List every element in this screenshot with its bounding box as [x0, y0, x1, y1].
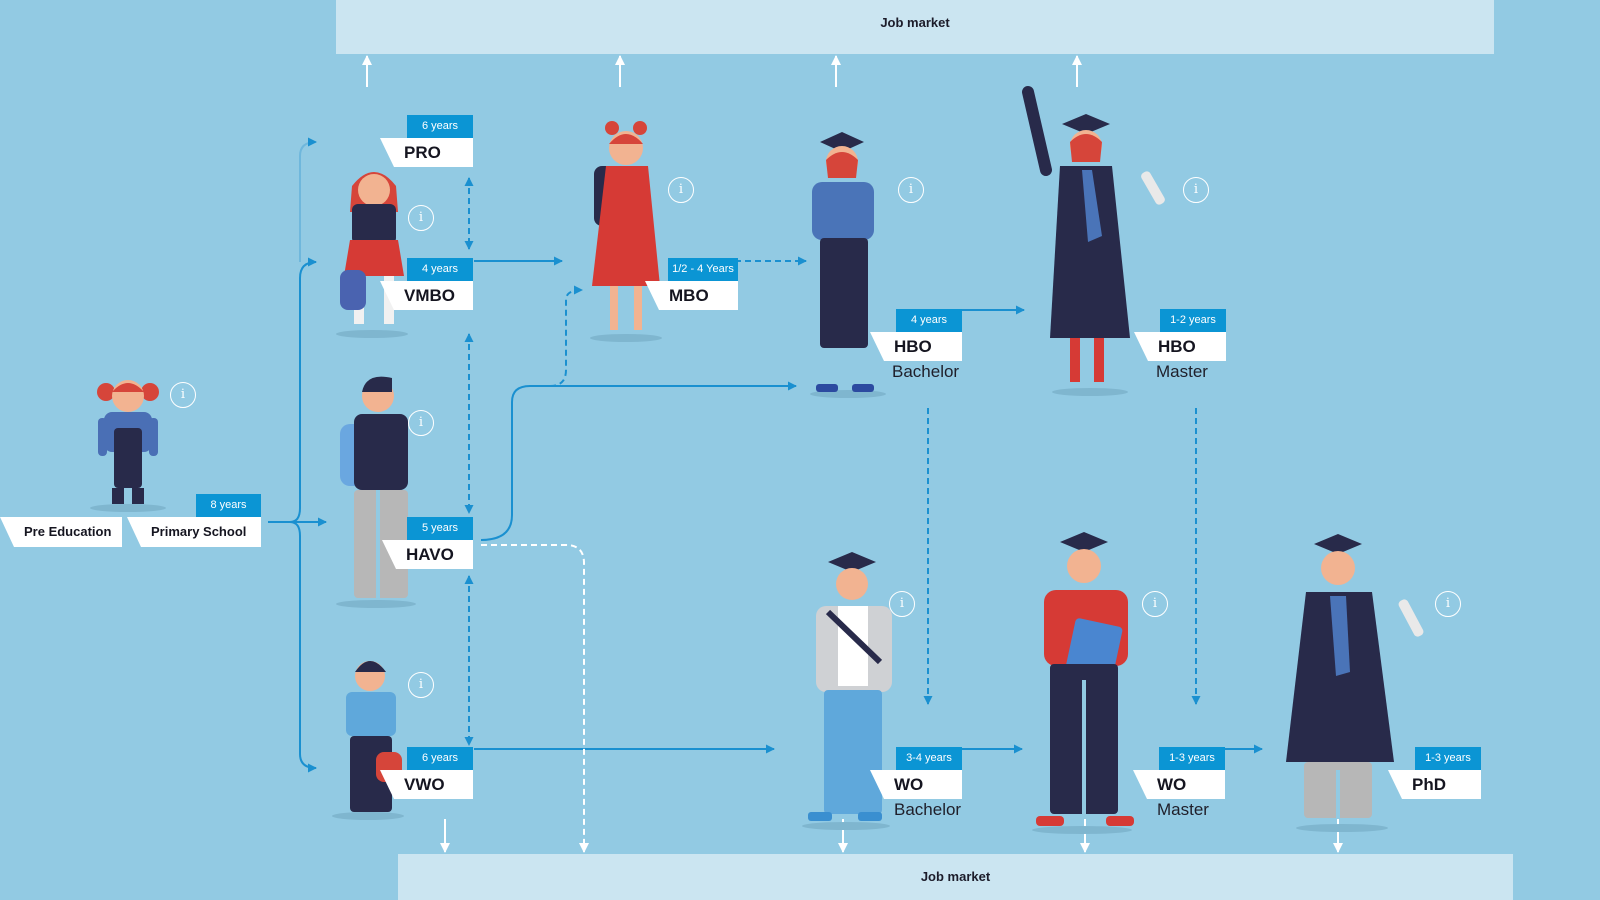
info-icon[interactable]: i: [408, 672, 434, 698]
flow-havo-job-market: [481, 544, 589, 853]
flow-primary-split: [268, 257, 327, 773]
node-name-tag: Pre Education: [0, 517, 122, 547]
job-market-label: Job market: [880, 15, 950, 30]
info-icon[interactable]: i: [1435, 591, 1461, 617]
info-icon[interactable]: i: [170, 382, 196, 408]
duration-tag: 1-2 years: [1160, 309, 1226, 332]
node-mbo[interactable]: 1/2 - 4 Years MBO: [645, 258, 738, 310]
student-illustration: [590, 121, 662, 342]
info-icon[interactable]: i: [1183, 177, 1209, 203]
info-icon[interactable]: i: [898, 177, 924, 203]
node-pro[interactable]: 6 years PRO: [380, 115, 473, 167]
node-wo-bachelor[interactable]: 3-4 years WO Bachelor: [870, 747, 962, 827]
duration-tag: 1/2 - 4 Years: [668, 258, 738, 281]
job-market-label: Job market: [920, 869, 991, 884]
node-name-tag: MBO: [645, 281, 738, 310]
node-name-tag: WO: [870, 770, 962, 799]
node-name-tag: PhD: [1388, 770, 1481, 799]
student-illustration: [810, 132, 886, 398]
duration-tag: 1-3 years: [1415, 747, 1481, 770]
student-illustration: [1286, 534, 1424, 832]
node-pre-education[interactable]: Pre Education: [0, 517, 122, 547]
node-phd[interactable]: 1-3 years PhD: [1388, 747, 1481, 799]
node-degree-label: Bachelor: [892, 362, 960, 381]
info-icon[interactable]: i: [668, 177, 694, 203]
job-market-top[interactable]: Job market: [336, 0, 1494, 54]
node-degree-label: Master: [1156, 362, 1208, 381]
node-degree-label: Master: [1157, 800, 1209, 819]
node-havo[interactable]: 5 years HAVO: [382, 517, 473, 569]
duration-tag: 4 years: [896, 309, 962, 332]
info-icon[interactable]: i: [889, 591, 915, 617]
node-vwo[interactable]: 6 years VWO: [380, 747, 473, 799]
student-illustration: [336, 172, 408, 338]
duration-tag: 6 years: [407, 115, 473, 138]
node-name-tag: VWO: [380, 770, 473, 799]
info-icon[interactable]: i: [1142, 591, 1168, 617]
duration-tag: 8 years: [196, 494, 261, 517]
job-market-bottom[interactable]: Job market: [398, 854, 1513, 900]
node-name-tag: PRO: [380, 138, 473, 167]
info-icon[interactable]: i: [408, 205, 434, 231]
node-degree-label: Bachelor: [894, 800, 962, 819]
node-hbo-master[interactable]: 1-2 years HBO Master: [1134, 309, 1226, 389]
node-name-tag: HBO: [870, 332, 962, 361]
node-primary-school[interactable]: 8 years Primary School: [127, 494, 261, 547]
student-illustration: [336, 376, 416, 608]
node-name-tag: VMBO: [380, 281, 473, 310]
duration-tag: 4 years: [407, 258, 473, 281]
student-illustration: [332, 661, 404, 820]
node-name-tag: HBO: [1134, 332, 1226, 361]
node-vmbo[interactable]: 4 years VMBO: [380, 258, 473, 310]
flow-dashed-transfers: [464, 177, 1201, 746]
info-icon[interactable]: i: [408, 410, 434, 436]
node-name-tag: Primary School: [127, 517, 261, 547]
node-hbo-bachelor[interactable]: 4 years HBO Bachelor: [870, 309, 962, 389]
node-name-tag: HAVO: [382, 540, 473, 569]
student-illustration: [90, 380, 166, 512]
node-wo-master[interactable]: 1-3 years WO Master: [1133, 747, 1225, 827]
duration-tag: 1-3 years: [1159, 747, 1225, 770]
student-illustration: [1032, 532, 1134, 834]
duration-tag: 5 years: [407, 517, 473, 540]
flow-havo-hbo: [480, 381, 797, 541]
student-illustration: [802, 552, 892, 830]
student-illustration: [1022, 86, 1165, 396]
duration-tag: 6 years: [407, 747, 473, 770]
flow-to-pro: [299, 137, 317, 262]
arrows-to-top-job-market: [362, 55, 1082, 87]
node-name-tag: WO: [1133, 770, 1225, 799]
duration-tag: 3-4 years: [896, 747, 962, 770]
